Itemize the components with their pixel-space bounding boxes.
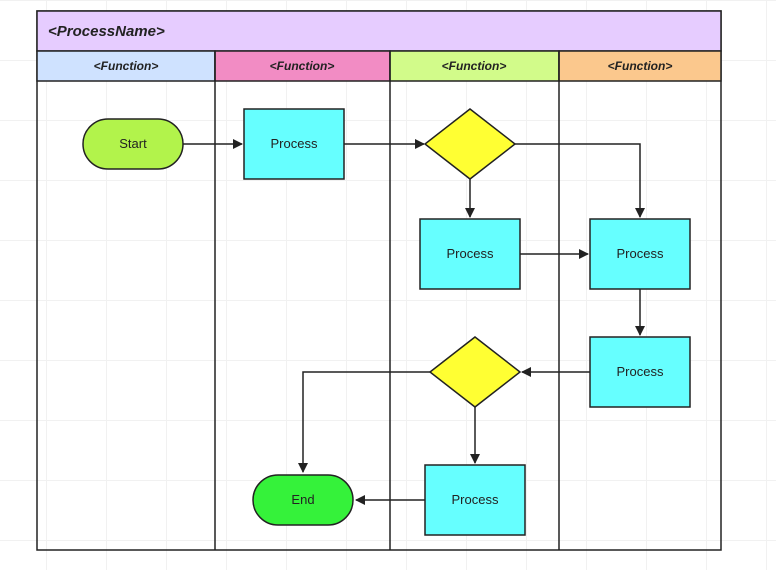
process-node-5[interactable] <box>424 464 526 536</box>
decision-node-1[interactable] <box>423 108 517 180</box>
process-node-3[interactable] <box>589 218 691 290</box>
end-label: End <box>291 492 314 507</box>
lane-label-1: <Function> <box>94 59 159 73</box>
lane-header-1 <box>36 50 216 82</box>
process-label-5: Process <box>452 492 499 507</box>
connector-decision-2-to-end[interactable] <box>298 371 430 473</box>
process-node-4[interactable] <box>589 336 691 408</box>
lane-label-2: <Function> <box>270 59 335 73</box>
process-node-1[interactable] <box>243 108 345 180</box>
start-node[interactable] <box>82 118 184 170</box>
lane-label-4: <Function> <box>608 59 673 73</box>
start-label: Start <box>119 136 147 151</box>
decision-node-2[interactable] <box>428 336 522 408</box>
process-node-2[interactable] <box>419 218 521 290</box>
lane-label-3: <Function> <box>442 59 507 73</box>
end-node[interactable] <box>252 474 354 526</box>
process-label-1: Process <box>271 136 318 151</box>
connector-decision-1-to-process-3[interactable] <box>515 143 645 218</box>
process-label-4: Process <box>617 364 664 379</box>
process-label-3: Process <box>617 246 664 261</box>
process-title: <ProcessName> <box>48 23 165 40</box>
process-label-2: Process <box>447 246 494 261</box>
